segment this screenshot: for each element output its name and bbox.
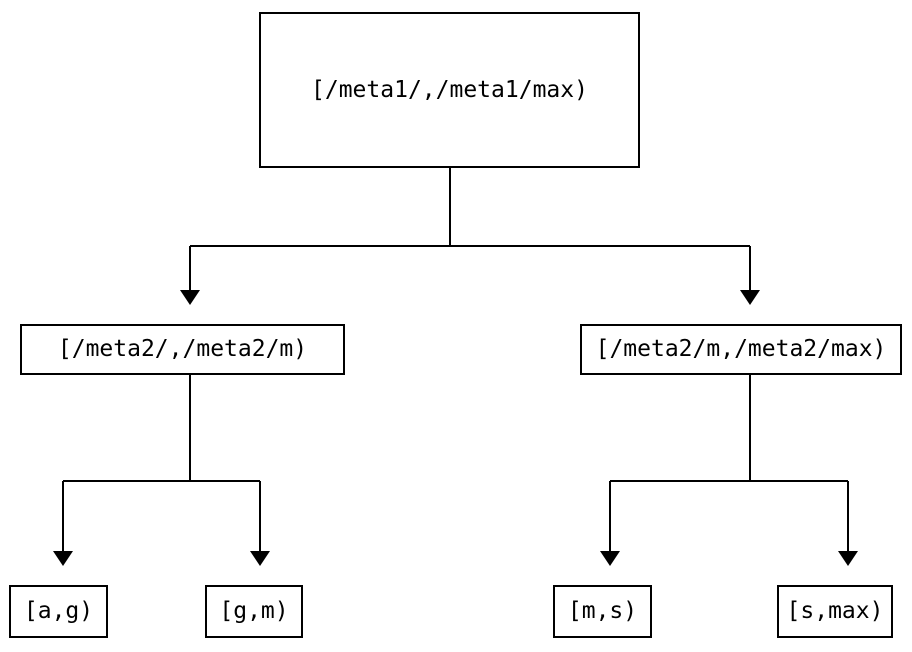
arrowhead-leaf-4 — [838, 551, 858, 566]
node-leaf-4-label: [s,max) — [786, 598, 884, 624]
node-root[interactable]: [/meta1/,/meta1/max) — [259, 12, 640, 168]
arrowhead-mid-right — [740, 290, 760, 305]
arrowhead-leaf-2 — [250, 551, 270, 566]
arrowhead-mid-left — [180, 290, 200, 305]
node-leaf-2[interactable]: [g,m) — [205, 585, 303, 638]
node-leaf-1[interactable]: [a,g) — [9, 585, 108, 638]
arrowhead-leaf-1 — [53, 551, 73, 566]
node-leaf-4[interactable]: [s,max) — [777, 585, 893, 638]
node-mid-left-label: [/meta2/,/meta2/m) — [57, 336, 308, 362]
node-mid-left[interactable]: [/meta2/,/meta2/m) — [20, 324, 345, 375]
node-mid-right[interactable]: [/meta2/m,/meta2/max) — [580, 324, 902, 375]
arrowhead-leaf-3 — [600, 551, 620, 566]
node-leaf-3-label: [m,s) — [567, 598, 638, 624]
node-mid-right-label: [/meta2/m,/meta2/max) — [595, 336, 887, 362]
node-root-label: [/meta1/,/meta1/max) — [311, 76, 588, 103]
node-leaf-2-label: [g,m) — [219, 598, 289, 624]
node-leaf-3[interactable]: [m,s) — [553, 585, 652, 638]
node-leaf-1-label: [a,g) — [23, 598, 94, 624]
